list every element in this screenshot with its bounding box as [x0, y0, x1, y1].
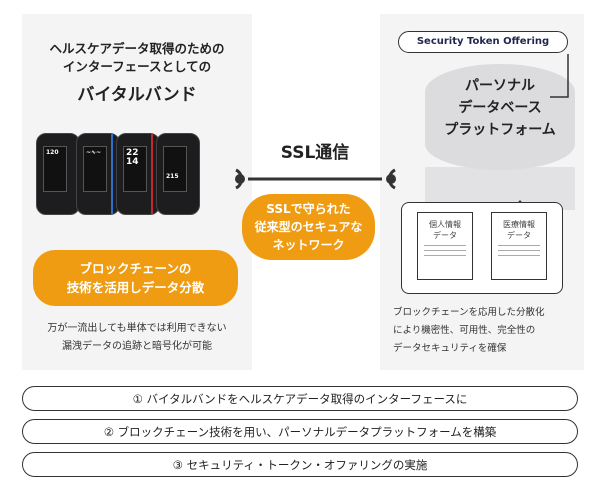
vital-band-title: バイタルバンド	[77, 85, 197, 105]
ssl-title: SSL通信	[280, 143, 350, 163]
band-screen: 120	[43, 146, 67, 192]
database-cylinder	[425, 54, 575, 212]
medical-data-doc: 医療情報 データ	[491, 212, 547, 280]
vital-band-note: 万が一流出しても単体では利用できない 漏洩データの追跡と暗号化が可能	[47, 323, 227, 352]
personal-data-doc: 個人情報 データ	[417, 212, 473, 280]
connection-line	[235, 168, 396, 190]
step-3: ③ セキュリティ・トークン・オファリングの実施	[22, 452, 578, 477]
step-1: ① バイタルバンドをヘルスケアデータ取得のインターフェースに	[22, 386, 578, 411]
band-screen: 22 14	[123, 146, 147, 192]
platform-label: パーソナル データベース プラットフォーム	[444, 78, 556, 138]
band-screen: ~∿~	[83, 146, 107, 192]
vital-band-heading: ヘルスケアデータ取得のための インターフェースとしての	[49, 41, 225, 74]
ssl-network-label: SSLで守られた 従来型のセキュアな ネットワーク	[242, 194, 375, 260]
blockchain-distribution-label: ブロックチェーンの 技術を活用しデータ分散	[33, 250, 238, 306]
step-2: ② ブロックチェーン技術を用い、パーソナルデータプラットフォームを構築	[22, 419, 578, 444]
sto-label: Security Token Offering	[398, 31, 568, 53]
doc-label: 医療情報 データ	[503, 220, 535, 240]
band-screen: 215	[163, 146, 187, 192]
platform-note: ブロックチェーンを応用した分散化 により機密性、可用性、完全性の データセキュリ…	[393, 307, 545, 354]
doc-label: 個人情報 データ	[429, 220, 461, 240]
